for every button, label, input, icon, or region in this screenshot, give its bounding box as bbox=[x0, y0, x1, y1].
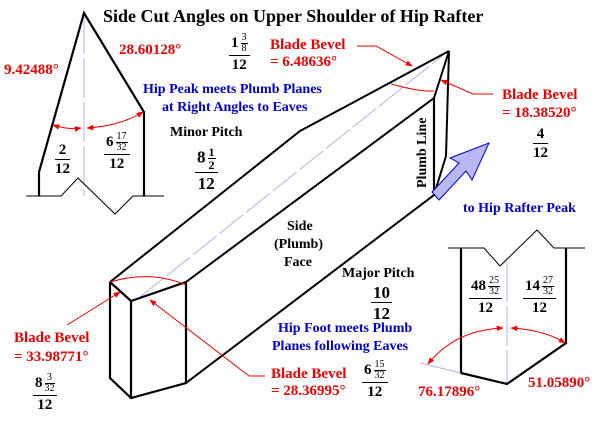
peak-angle-arc bbox=[390, 83, 435, 92]
right-bevel-value: = 18.38520° bbox=[502, 105, 577, 121]
right-bevel-pitch: 4 12 bbox=[533, 126, 548, 161]
top-bevel-leader bbox=[357, 45, 413, 67]
top-left-left-pitch: 2 12 bbox=[55, 142, 70, 177]
right-bevel-label: Blade Bevel bbox=[502, 87, 578, 103]
foot-note-line1: Hip Foot meets Plumb bbox=[278, 321, 413, 336]
plumb-line-label: Plumb Line bbox=[415, 117, 430, 188]
top-left-right-angle: 28.60128° bbox=[119, 42, 182, 58]
top-left-left-angle: 9.42488° bbox=[4, 62, 59, 78]
major-pitch-label: Major Pitch bbox=[342, 266, 415, 281]
minor-pitch-label: Minor Pitch bbox=[170, 125, 243, 140]
bottom-bevel-leader bbox=[149, 299, 265, 377]
left-bevel-leader bbox=[66, 291, 121, 326]
top-bevel-label: Blade Bevel bbox=[270, 37, 346, 53]
bottom-right-left-angle: 76.17896° bbox=[418, 384, 481, 400]
rafter-bottom-edge bbox=[185, 50, 450, 384]
bottom-bevel-value: = 28.36995° bbox=[271, 383, 346, 399]
top-left-section-detail bbox=[26, 10, 164, 215]
direction-arrow-icon bbox=[431, 142, 490, 201]
right-angle-arc bbox=[510, 325, 566, 344]
rafter-body bbox=[108, 50, 450, 400]
rafter-top-left-edge bbox=[109, 50, 450, 283]
rafter-center-line bbox=[139, 51, 448, 298]
peak-note-line1: Hip Peak meets Plumb Planes bbox=[143, 82, 322, 97]
bottom-bevel-label: Blade Bevel bbox=[271, 366, 347, 382]
diagram-title: Side Cut Angles on Upper Shoulder of Hip… bbox=[103, 6, 484, 26]
foot-note-line2: Planes following Eaves bbox=[272, 339, 409, 354]
foot-angle-arc bbox=[109, 276, 187, 286]
bottom-right-section-detail bbox=[419, 229, 585, 386]
rafter-foot-end bbox=[108, 280, 188, 400]
right-angle-arc bbox=[86, 111, 144, 131]
left-angle-arc bbox=[52, 124, 82, 132]
peak-note-line2: at Right Angles to Eaves bbox=[162, 100, 308, 115]
left-bevel-value: = 33.98771° bbox=[14, 349, 89, 365]
section-outline bbox=[459, 248, 568, 386]
left-angle-arc bbox=[427, 325, 504, 365]
top-bevel-value: = 6.48636° bbox=[270, 54, 338, 70]
major-pitch-value: 10 12 bbox=[371, 283, 392, 323]
side-face-label-line2: (Plumb) bbox=[274, 237, 323, 252]
side-face-label-line3: Face bbox=[284, 255, 312, 270]
bottom-right-right-angle: 51.05890° bbox=[528, 375, 591, 391]
top-baseline-notch bbox=[448, 229, 585, 267]
arrow-label: to Hip Rafter Peak bbox=[463, 201, 576, 216]
side-face-label-line1: Side bbox=[287, 219, 313, 234]
left-bevel-label: Blade Bevel bbox=[14, 330, 90, 346]
extension-line bbox=[419, 362, 462, 374]
section-outline bbox=[37, 10, 146, 196]
right-bevel-leader bbox=[440, 79, 493, 95]
baseline-notch bbox=[26, 177, 164, 215]
